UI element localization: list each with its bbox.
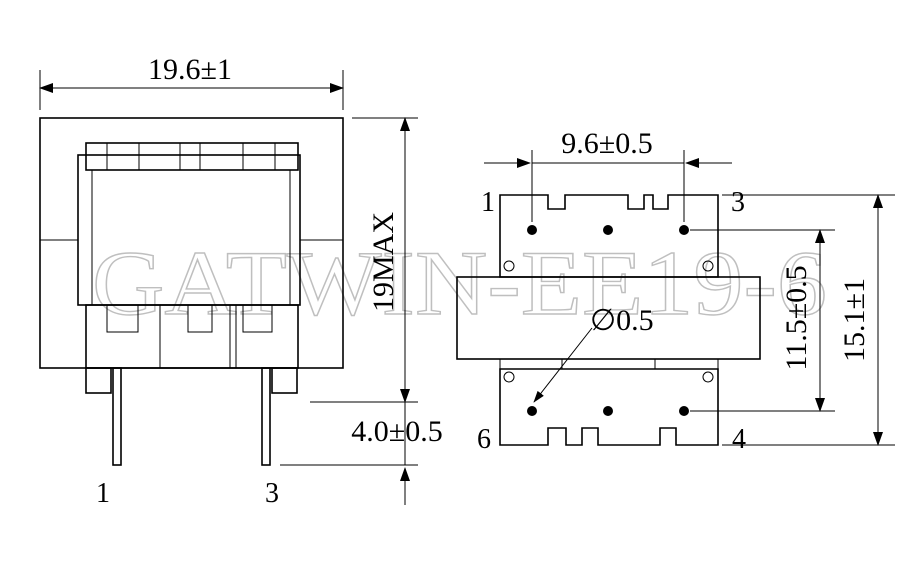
- pin-label-bottom-right: 4: [732, 424, 746, 455]
- overall-height-dimension-text: 15.1±1: [838, 278, 871, 362]
- pin-hole-4: [679, 406, 689, 416]
- standoff-left: [85, 367, 112, 394]
- pin-label-3: 3: [265, 478, 279, 509]
- pin-hole-3: [679, 225, 689, 235]
- row-spacing-dimension-text: 11.5±0.5: [780, 265, 813, 370]
- pin-hole-5: [603, 406, 613, 416]
- pin-length-dimension-text: 4.0±0.5: [351, 415, 442, 448]
- width-dimension-text: 19.6±1: [148, 53, 232, 86]
- pin-left: [112, 367, 122, 466]
- pin-label-bottom-left: 6: [477, 424, 491, 455]
- core-bottom: [456, 276, 761, 360]
- pin-pitch-dimension-text: 9.6±0.5: [561, 127, 652, 160]
- pin-diameter-text: ∅0.5: [590, 304, 654, 337]
- bobbin-base: [85, 304, 299, 369]
- standoff-right: [271, 367, 298, 394]
- bobbin-flange: [85, 142, 299, 171]
- height-dimension-text: 19MAX: [367, 212, 400, 312]
- top-pin-block: [499, 194, 719, 278]
- pin-hole-6: [527, 406, 537, 416]
- pin-hole-2: [603, 225, 613, 235]
- pin-label-top-right: 3: [731, 187, 745, 218]
- pin-label-1: 1: [96, 478, 110, 509]
- pin-label-top-left: 1: [481, 187, 495, 218]
- bottom-pin-block: [499, 368, 719, 446]
- side-view: 1 3 19.6±1 19MAX 4.0±0.5: [39, 53, 443, 509]
- pin-hole-1: [527, 225, 537, 235]
- pin-right: [261, 367, 271, 466]
- diameter-leader-line: [533, 327, 593, 403]
- watermark-text: GATWIN-EE19-6: [92, 232, 827, 334]
- bottom-view: 1 3 6 4 9.6±0.5 11.5±0.5 15.1±1 ∅0.5: [456, 127, 895, 455]
